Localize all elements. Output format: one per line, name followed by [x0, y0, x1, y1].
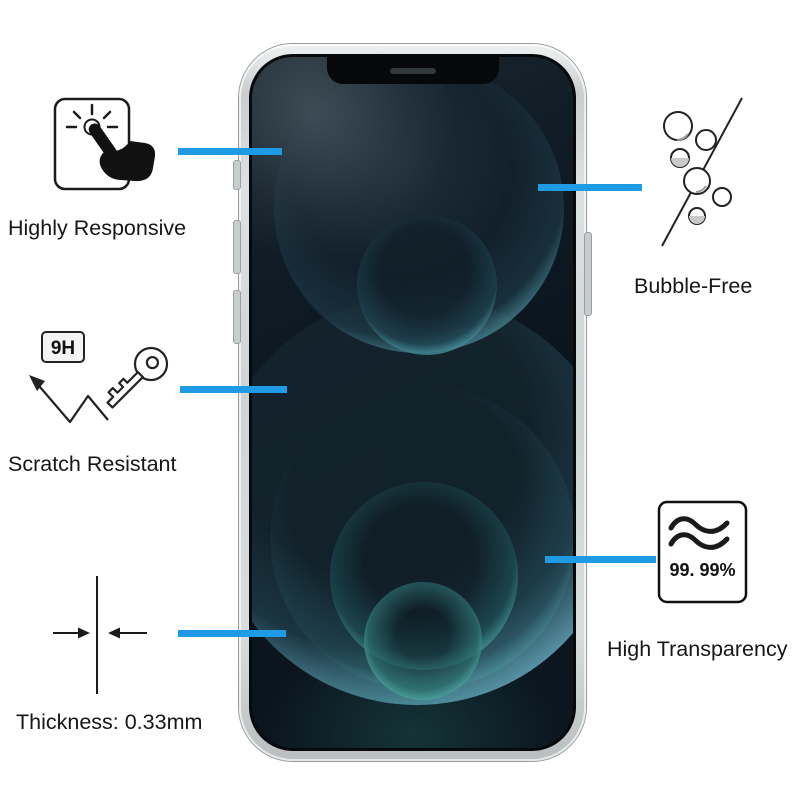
thickness-label: Thickness: 0.33mm [16, 710, 203, 734]
earpiece-speaker [389, 68, 436, 74]
phone-mute-switch [233, 160, 241, 190]
highly-responsive-label: Highly Responsive [8, 216, 187, 240]
callout-line-scratch-resistant [180, 386, 287, 393]
phone-screen-wallpaper [249, 54, 576, 751]
bubbles-icon [650, 94, 755, 254]
callout-line-thickness [178, 630, 286, 637]
scratch-resistant-label: Scratch Resistant [8, 452, 177, 476]
phone-notch [326, 57, 499, 84]
high-transparency-label: High Transparency [607, 637, 788, 661]
phone-power-button [584, 232, 592, 316]
phone-mockup [233, 44, 592, 761]
phone-volume-up-button [233, 220, 241, 274]
hardness-badge-text: 9H [51, 338, 75, 359]
transparency-value-text: 99. 99% [669, 560, 735, 580]
touch-press-icon [48, 94, 170, 212]
thickness-arrows-icon [45, 574, 155, 696]
phone-volume-down-button [233, 290, 241, 344]
key-scratch-icon: 9H [18, 324, 196, 446]
bubble-free-label: Bubble-Free [634, 274, 753, 298]
wallpaper-orb-tiny [364, 582, 482, 700]
wallpaper-bottom-glow [252, 617, 573, 748]
callout-line-highly-responsive [178, 148, 282, 155]
wave-transparency-icon: 99. 99% [655, 498, 750, 606]
callout-line-bubble-free [538, 184, 642, 191]
wallpaper-orb-top-small [357, 215, 497, 355]
callout-line-high-transparency [545, 556, 656, 563]
